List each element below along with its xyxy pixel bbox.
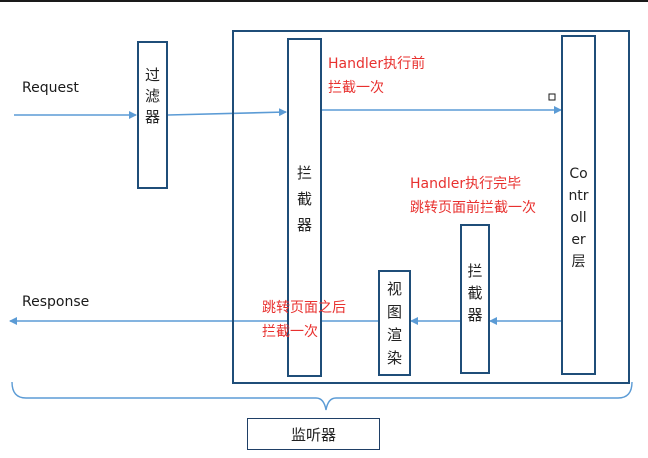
- filter-label: 过 滤 器: [144, 66, 160, 126]
- listener-box: 监听器: [247, 418, 380, 450]
- response-label: Response: [22, 294, 90, 310]
- controller-box: Co ntr oll er 层: [561, 35, 596, 375]
- controller-handle: [548, 93, 556, 101]
- container-frame: [232, 30, 630, 384]
- interceptor-small-box: 拦 截 器: [460, 224, 490, 374]
- listener-brace: [11, 381, 633, 411]
- filter-to-interceptor-arrow: [167, 108, 287, 117]
- listener-label: 监听器: [290, 426, 336, 444]
- note-after-page: 跳转页面之后 拦截一次: [262, 300, 346, 340]
- view-render-box: 视 图 渲 染: [378, 270, 411, 376]
- note-after-handler: Handler执行完毕 跳转页面前拦截一次: [410, 176, 536, 216]
- top-rule: [0, 0, 648, 2]
- interceptor-small-label: 拦 截 器: [467, 262, 483, 324]
- filter-box: 过 滤 器: [137, 41, 168, 189]
- interceptor-main-box: 拦 截 器: [287, 38, 322, 377]
- note-before-handler: Handler执行前 拦截一次: [328, 56, 426, 96]
- controller-label: Co ntr oll er 层: [568, 166, 589, 270]
- interceptor-main-label: 拦 截 器: [296, 164, 312, 234]
- request-label: Request: [22, 80, 79, 96]
- view-render-label: 视 图 渲 染: [386, 280, 402, 367]
